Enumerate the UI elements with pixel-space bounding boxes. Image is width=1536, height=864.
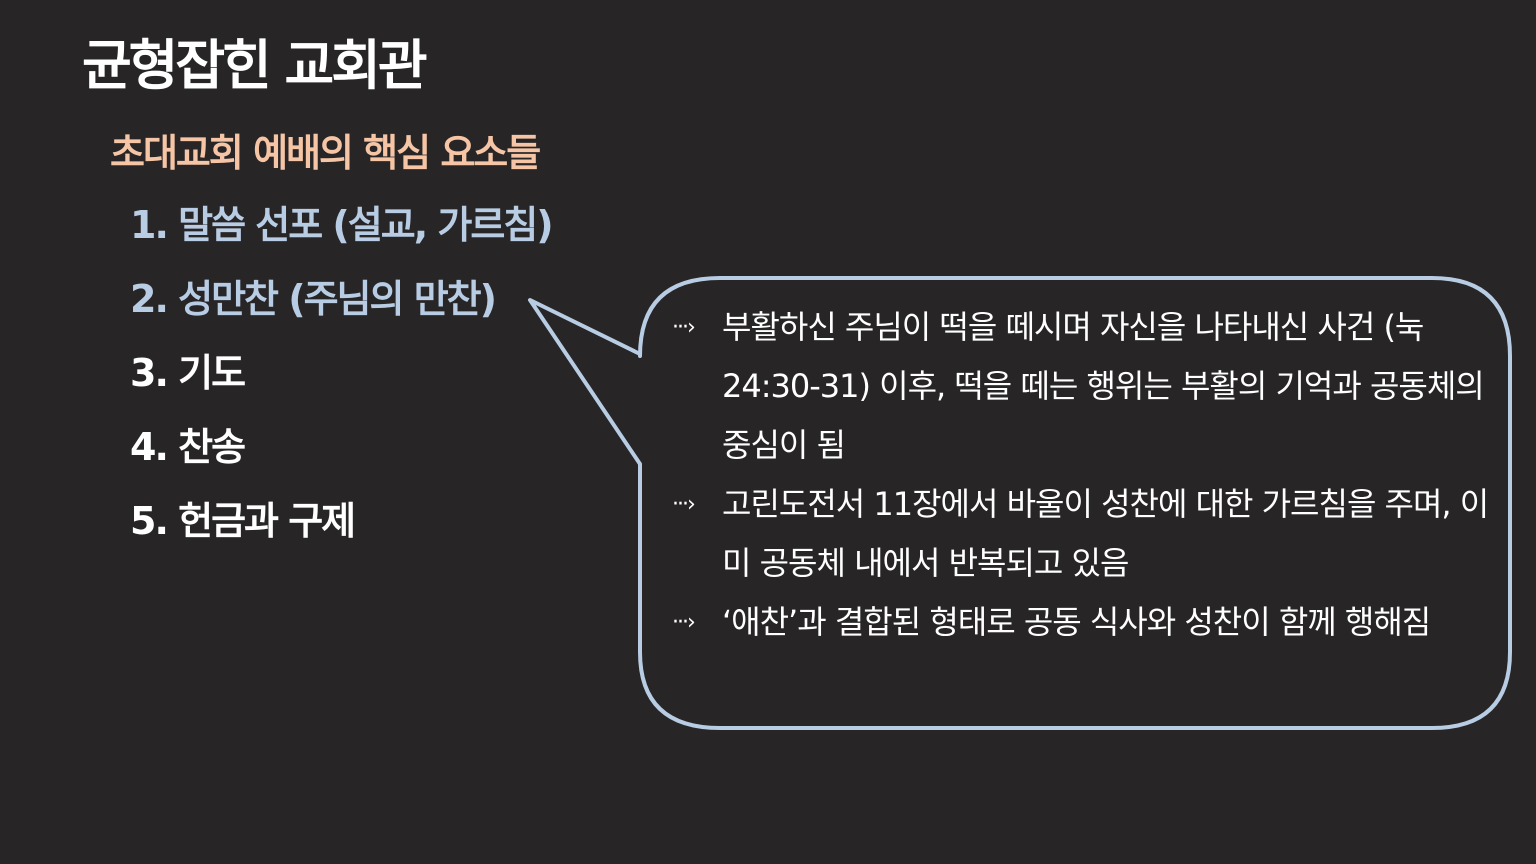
- callout-bullet: ···› 부활하신 주님이 떡을 떼시며 자신을 나타내신 사건 (눅 24:3…: [672, 298, 1492, 475]
- dotted-arrow-icon: ···›: [672, 492, 696, 517]
- worship-elements-list: 1. 말씀 선포 (설교, 가르침) 2. 성만찬 (주님의 만찬) 3. 기도…: [130, 188, 554, 558]
- slide-title: 균형잡힌 교회관: [82, 34, 428, 97]
- list-item: 2. 성만찬 (주님의 만찬): [130, 277, 497, 321]
- dotted-arrow-icon: ···›: [672, 610, 696, 635]
- callout-bullet-text: 고린도전서 11장에서 바울이 성찬에 대한 가르침을 주며, 이미 공동체 내…: [722, 485, 1489, 582]
- callout-shape: [528, 276, 1512, 730]
- slide-subtitle: 초대교회 예배의 핵심 요소들: [110, 131, 541, 175]
- callout-content: ···› 부활하신 주님이 떡을 떼시며 자신을 나타내신 사건 (눅 24:3…: [672, 298, 1492, 652]
- callout-bullet-text: 부활하신 주님이 떡을 떼시며 자신을 나타내신 사건 (눅 24:30-31)…: [722, 308, 1485, 464]
- list-item: 5. 헌금과 구제: [130, 499, 356, 543]
- list-item: 4. 찬송: [130, 425, 246, 469]
- callout-bullet: ···› ‘애찬’과 결합된 형태로 공동 식사와 성찬이 함께 행해짐: [672, 593, 1492, 652]
- dotted-arrow-icon: ···›: [672, 315, 696, 340]
- list-item: 1. 말씀 선포 (설교, 가르침): [130, 203, 554, 247]
- callout-bullet-text: ‘애찬’과 결합된 형태로 공동 식사와 성찬이 함께 행해짐: [722, 603, 1431, 641]
- callout-bullet: ···› 고린도전서 11장에서 바울이 성찬에 대한 가르침을 주며, 이미 …: [672, 475, 1492, 593]
- list-item: 3. 기도: [130, 351, 246, 395]
